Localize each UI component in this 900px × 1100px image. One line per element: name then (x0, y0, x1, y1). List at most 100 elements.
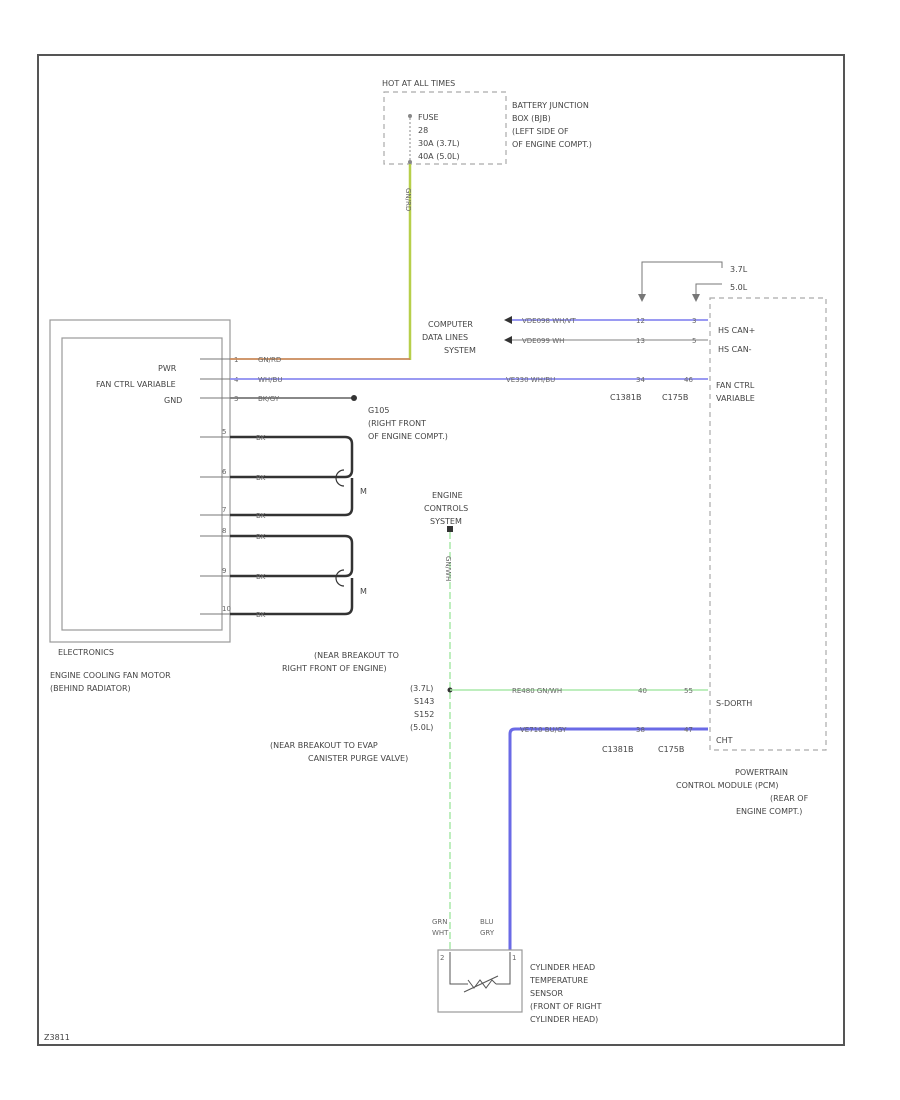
fuse-rating-37: 30A (3.7L) (418, 139, 460, 148)
motor-label-upper: M (360, 487, 367, 496)
pin-number-1: 1 (234, 356, 238, 364)
gnd-wire-label: BK/GY (258, 395, 280, 403)
pcm-signal-variable: VARIABLE (716, 394, 755, 403)
splice-variant-50: (5.0L) (410, 723, 433, 732)
pin-number-4: 4 (234, 376, 239, 384)
sensor-signal-pin-c175b: 55 (684, 687, 693, 695)
bjb-outline (383, 91, 507, 165)
sensor-signal-pin-c1381b: 40 (638, 687, 647, 695)
computer-data-lines: COMPUTER DATA LINES SYSTEM VDE098 WH/VT … (422, 316, 708, 355)
bjb-name-4: OF ENGINE COMPT.) (512, 140, 592, 149)
can-high-arrow (504, 316, 512, 324)
fuse-label: FUSE (418, 113, 439, 122)
connector-c1381b-bottom: C1381B (602, 745, 633, 754)
pcm-name-2: CONTROL MODULE (PCM) (676, 781, 778, 790)
variant-bracket-50 (695, 283, 722, 298)
winding-wire-1: BK (256, 434, 266, 442)
fan-motor-electronics-box (61, 337, 223, 631)
variant-label-50: 5.0L (730, 283, 748, 292)
sensor-name-5: CYLINDER HEAD) (530, 1015, 598, 1024)
computer-data-lines-label-2: DATA LINES (422, 333, 468, 342)
thermistor-element (463, 975, 499, 993)
motor-symbol-upper-arc (335, 469, 345, 487)
engine-controls-label-3: SYSTEM (430, 517, 462, 526)
engine-controls-terminal (447, 526, 453, 532)
ground-g105-label-3: OF ENGINE COMPT.) (368, 432, 448, 441)
splice-notes: (NEAR BREAKOUT TO RIGHT FRONT OF ENGINE)… (270, 651, 434, 763)
pcm-name-3: (REAR OF (770, 794, 809, 803)
splice-id-s152: S152 (414, 710, 434, 719)
powertrain-control-module: HS CAN+ HS CAN- FAN CTRL VARIABLE S-DORT… (676, 297, 827, 816)
pin-number-7: 7 (222, 506, 226, 514)
fan-motor-pin-pwr: PWR (158, 364, 177, 373)
fan-ctrl-wire-label-right: VE330 WH/BU (506, 376, 555, 384)
fan-motor-pin-gnd: GND (164, 396, 182, 405)
fuse-rating-50: 40A (5.0L) (418, 152, 460, 161)
fan-ctrl-pin-c1381b: 34 (636, 376, 645, 384)
diagram-id: Z3811 (44, 1033, 70, 1042)
motor-winding-lower-loop (230, 534, 354, 616)
cooling-fan-motor: PWR FAN CTRL VARIABLE GND ELECTRONICS EN… (49, 319, 239, 693)
pin-number-10: 10 (222, 605, 231, 613)
pcm-name-4: ENGINE COMPT.) (736, 807, 802, 816)
motor-winding-lower: M BK BK BK (230, 533, 367, 619)
cylinder-head-temperature-sensor: GRN WHT BLU GRY 2 1 CYLINDER HEAD TEMPER… (432, 918, 602, 1024)
splice-upper-note-2: RIGHT FRONT OF ENGINE) (282, 664, 387, 673)
ground-g105-label-1: G105 (368, 406, 389, 415)
winding-wire-3: BK (256, 512, 266, 520)
diagram-frame (37, 54, 845, 1046)
pwr-wire: GN/RD (230, 356, 410, 364)
sensor-body (437, 949, 523, 1013)
hot-at-all-times-label: HOT AT ALL TIMES (382, 79, 455, 88)
sensor-signal-pcm-label: RE480 GN/WH (512, 687, 562, 695)
computer-data-lines-label-1: COMPUTER (428, 320, 473, 329)
fan-ctrl-pin-c175b: 46 (684, 376, 693, 384)
pcm-signal-cht: CHT (716, 736, 733, 745)
winding-wire-6: BK (256, 611, 266, 619)
splice-id-s143: S143 (414, 697, 434, 706)
sensor-return-line (508, 727, 708, 950)
bjb-name-3: (LEFT SIDE OF (512, 127, 569, 136)
fan-motor-pin-fan-ctrl: FAN CTRL VARIABLE (96, 380, 176, 389)
pcm-signal-can-high: HS CAN+ (718, 326, 755, 335)
pcm-signal-can-low: HS CAN- (718, 345, 752, 354)
motor-winding-upper-loop (230, 435, 354, 517)
splice-upper-note-1: (NEAR BREAKOUT TO (314, 651, 399, 660)
sensor-name-1: CYLINDER HEAD (530, 963, 595, 972)
variant-arrow-50 (692, 294, 700, 302)
sensor-signal-wire: GN/WH RE480 GN/WH 40 55 (444, 532, 708, 952)
battery-junction-box: HOT AT ALL TIMES FUSE 28 30A (3.7L) 40A … (382, 79, 592, 165)
fan-ctrl-wire-label-left: WH/BU (258, 376, 282, 384)
connector-c175b-top: C175B (662, 393, 688, 402)
ground-g105-label-2: (RIGHT FRONT (368, 419, 426, 428)
winding-wire-5: BK (256, 573, 266, 581)
ground-g105-dot (351, 395, 357, 401)
can-high-pin-c1381b: 12 (636, 317, 645, 325)
engine-controls-system: ENGINE CONTROLS SYSTEM (424, 491, 468, 532)
engine-controls-label-2: CONTROLS (424, 504, 468, 513)
fan-motor-name-1: ENGINE COOLING FAN MOTOR (50, 671, 171, 680)
can-low-pin-c175b: 5 (692, 337, 696, 345)
can-low-pin-c1381b: 13 (636, 337, 645, 345)
thermistor-symbol (449, 952, 511, 985)
sensor-return-label: VE710 BU/GY (520, 726, 567, 734)
pwr-wire-label: GN/RD (258, 356, 281, 364)
variant-bracket-37 (641, 261, 723, 298)
feed-wire-label: GN/RD (404, 188, 412, 211)
feed-wire: GN/RD (404, 164, 412, 360)
motor-symbol-lower-arc (335, 569, 345, 587)
pin-number-6: 6 (222, 468, 227, 476)
sensor-wire-label-wht: WHT (432, 929, 449, 937)
sensor-signal-vertical-label: GN/WH (444, 556, 452, 581)
sensor-name-2: TEMPERATURE (529, 976, 588, 985)
variant-label-37: 3.7L (730, 265, 748, 274)
pin-number-5: 5 (222, 428, 226, 436)
motor-winding-upper: M BK BK BK (230, 434, 367, 520)
motor-label-lower: M (360, 587, 367, 596)
engine-controls-label-1: ENGINE (432, 491, 463, 500)
winding-wire-4: BK (256, 533, 266, 541)
gnd-wire: BK/GY G105 (RIGHT FRONT OF ENGINE COMPT.… (230, 395, 448, 441)
sensor-wire-label-gry: GRY (480, 929, 495, 937)
fan-ctrl-wire: WH/BU VE330 WH/BU 34 46 (230, 376, 708, 384)
